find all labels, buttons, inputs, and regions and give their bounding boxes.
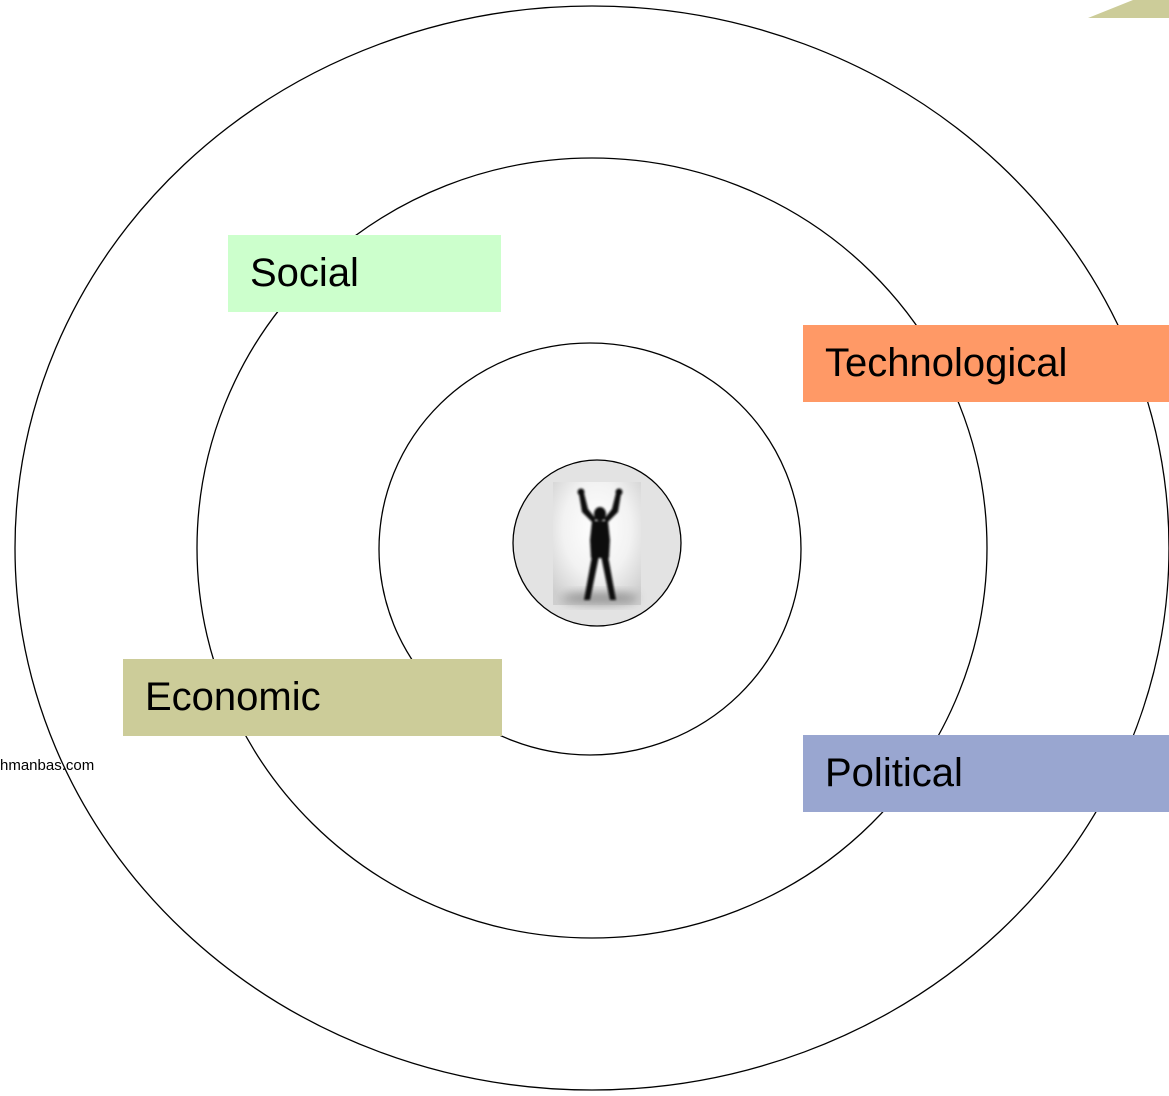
economic-label: Economic <box>145 675 321 719</box>
inner-ring <box>378 342 802 756</box>
technological-label-box: Technological <box>803 325 1169 402</box>
corner-triangle-shape <box>1088 0 1169 18</box>
social-label-box: Social <box>228 235 501 312</box>
political-label: Political <box>825 751 963 795</box>
middle-ring <box>196 157 988 939</box>
economic-label-box: Economic <box>123 659 502 736</box>
political-label-box: Political <box>803 735 1169 812</box>
person-raising-arms-icon <box>553 482 641 605</box>
outer-ring <box>14 5 1169 1091</box>
footer-website-text: hmanbas.com <box>0 757 95 774</box>
social-label: Social <box>250 251 359 295</box>
technological-label: Technological <box>825 341 1068 385</box>
